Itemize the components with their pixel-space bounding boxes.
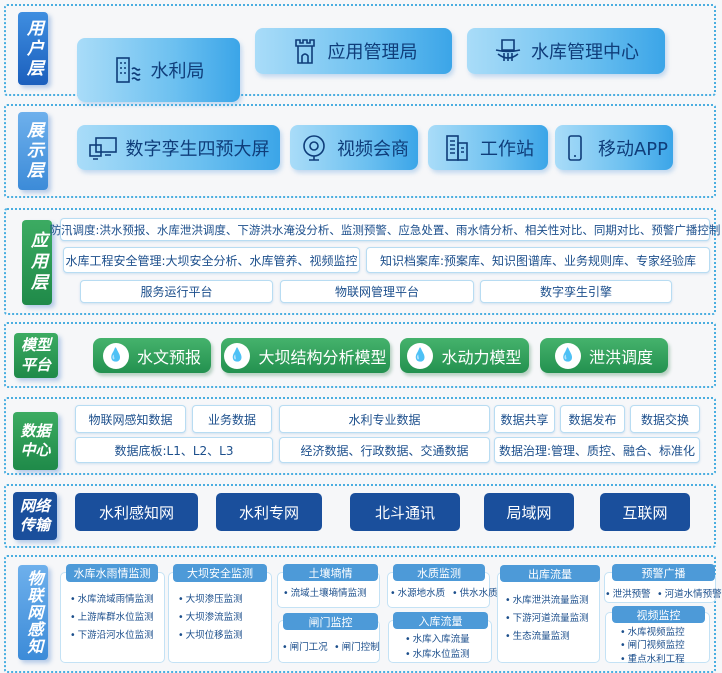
iot-item: 下游河道流量监测 (505, 610, 589, 624)
app-flood-dispatch[interactable]: 防汛调度:洪水预报、水库泄洪调度、下游洪水淹没分析、监测预警、应急处置、雨水情分… (50, 218, 720, 241)
iot-item: 下游沿河水位监测 (70, 627, 154, 641)
iot-item: 大坝渗流监测 (178, 609, 243, 623)
iot-item: 河道水情预警 (657, 586, 722, 600)
user-reservoir-center[interactable]: 水库管理中心 (467, 28, 665, 74)
data-governance[interactable]: 数据治理:管理、质控、融合、标准化 (494, 437, 700, 463)
reservoir-dam-icon (495, 39, 521, 61)
model-label: 大坝结构分析模型 (258, 347, 387, 367)
iot-item: 闸门工况 (282, 639, 328, 653)
display-item-label: 移动APP (597, 138, 669, 160)
display-item-label: 数字孪生四预大屏 (125, 138, 270, 160)
iot-label: 物联网感知 (18, 565, 48, 660)
network-beidou[interactable]: 北斗通讯 (350, 493, 460, 531)
monitors-icon (88, 136, 117, 160)
user-item-label: 水库管理中心 (531, 42, 639, 63)
user-item-label: 应用管理局 (327, 42, 418, 63)
webcam-icon (303, 134, 325, 161)
network-internet[interactable]: 互联网 (600, 493, 690, 531)
user-water-bureau[interactable]: 水利局 (77, 38, 240, 102)
data-center-label: 数据中心 (13, 412, 58, 470)
office-building-icon (446, 134, 468, 161)
user-layer-label: 用户层 (18, 12, 48, 85)
iot-group-title[interactable]: 水质监测 (393, 564, 485, 581)
model-label: 水动力模型 (441, 347, 522, 367)
app-reservoir-safety[interactable]: 水库工程安全管理:大坝安全分析、水库管养、视频监控 (63, 247, 360, 273)
network-label: 网络传输 (13, 492, 57, 540)
iot-group-title[interactable]: 出库流量 (500, 565, 600, 582)
iot-item: 水库流域雨情监测 (70, 591, 154, 605)
data-publish[interactable]: 数据发布 (560, 405, 625, 433)
iot-group-title[interactable]: 视频监控 (612, 606, 705, 623)
iot-item: 水源地水质 (390, 585, 446, 599)
data-baseplate[interactable]: 数据底板:L1、L2、L3 (75, 437, 273, 463)
water-drop-icon: 💧 (554, 342, 581, 369)
mobile-phone-icon (568, 134, 582, 161)
app-service-platform[interactable]: 服务运行平台 (80, 280, 273, 303)
model-dam-structure[interactable]: 💧 大坝结构分析模型 (221, 338, 390, 373)
iot-item: 水库水位监测 (405, 646, 470, 660)
model-hydrodynamics[interactable]: 💧 水动力模型 (400, 338, 529, 373)
display-layer-label: 展示层 (18, 112, 48, 190)
data-share[interactable]: 数据共享 (494, 405, 555, 433)
building-water-icon (115, 57, 141, 83)
model-label: 水文预报 (136, 347, 201, 367)
network-lan[interactable]: 局域网 (484, 493, 574, 531)
model-hydrology-forecast[interactable]: 💧 水文预报 (93, 338, 211, 373)
iot-item: 流域土壤墒情监测 (283, 585, 367, 599)
iot-group-title[interactable]: 闸门监控 (283, 613, 378, 630)
model-layer-label: 模型平台 (14, 333, 58, 378)
water-drop-icon: 💧 (224, 342, 251, 369)
network-layer (4, 484, 716, 548)
data-exchange[interactable]: 数据交换 (630, 405, 700, 433)
iot-item: 水库泄洪流量监测 (505, 592, 589, 606)
castle-tower-icon (294, 39, 315, 64)
network-water-private[interactable]: 水利专网 (216, 493, 322, 531)
app-layer-label: 应用层 (22, 220, 52, 305)
user-layer (4, 4, 716, 96)
user-item-label: 水利局 (150, 61, 205, 82)
app-digital-twin-engine[interactable]: 数字孪生引擎 (480, 280, 672, 303)
iot-item: 上游库群水位监测 (70, 609, 154, 623)
model-label: 泄洪调度 (588, 347, 653, 367)
iot-item: 大坝位移监测 (178, 627, 243, 641)
iot-group-title[interactable]: 大坝安全监测 (173, 564, 267, 582)
app-knowledge-archive[interactable]: 知识档案库:预案库、知识图谱库、业务规则库、专家经验库 (366, 247, 710, 273)
iot-item: 供水水质 (452, 585, 498, 599)
iot-group-title[interactable]: 入库流量 (393, 612, 488, 629)
data-business[interactable]: 业务数据 (192, 405, 272, 433)
iot-group-title[interactable]: 土壤墒情 (283, 564, 378, 581)
model-layer (4, 322, 716, 388)
data-water-professional[interactable]: 水利专业数据 (279, 405, 490, 433)
data-economic-admin[interactable]: 经济数据、行政数据、交通数据 (279, 437, 490, 463)
display-item-label: 工作站 (480, 138, 534, 160)
iot-item: 水库入库流量 (405, 631, 470, 645)
model-flood-discharge[interactable]: 💧 泄洪调度 (540, 338, 668, 373)
iot-item: 大坝渗压监测 (178, 591, 243, 605)
app-iot-platform[interactable]: 物联网管理平台 (280, 280, 474, 303)
display-video-conference[interactable]: 视频会商 (290, 125, 418, 170)
iot-item: 闸门控制 (334, 639, 380, 653)
display-big-screen[interactable]: 数字孪生四预大屏 (77, 125, 280, 170)
water-drop-icon: 💧 (407, 342, 434, 369)
app-layer (4, 208, 716, 315)
network-water-sensing[interactable]: 水利感知网 (75, 493, 198, 531)
iot-item: 重点水利工程 (620, 651, 685, 665)
iot-item: 泄洪预警 (605, 586, 651, 600)
data-center-layer (4, 397, 716, 475)
iot-item: 生态流量监测 (505, 628, 570, 642)
display-item-label: 视频会商 (337, 138, 409, 160)
iot-group-title[interactable]: 预警广播 (612, 564, 715, 581)
display-mobile-app[interactable]: 移动APP (555, 125, 673, 170)
data-iot[interactable]: 物联网感知数据 (75, 405, 186, 433)
water-drop-icon: 💧 (102, 342, 129, 369)
iot-group-title[interactable]: 水库水雨情监测 (66, 564, 158, 582)
user-app-admin-bureau[interactable]: 应用管理局 (255, 28, 452, 74)
display-layer (4, 104, 716, 198)
iot-item: 水库视频监控 (620, 624, 685, 638)
iot-item: 闸门视频监控 (620, 637, 685, 651)
display-workstation[interactable]: 工作站 (428, 125, 548, 170)
